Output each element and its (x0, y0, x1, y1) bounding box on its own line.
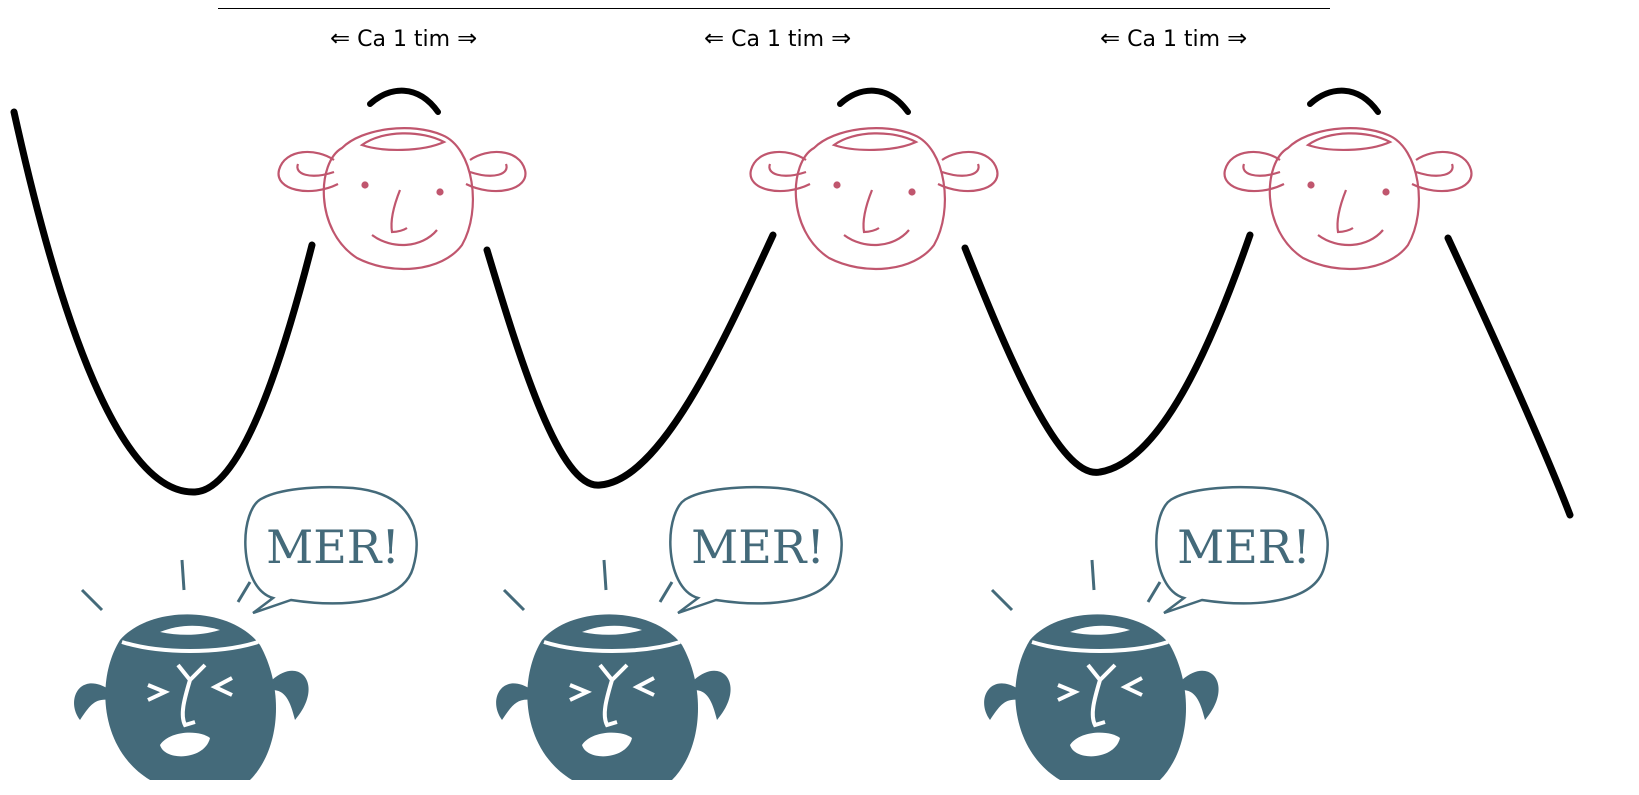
speech-bubble-icon: MER! (1155, 485, 1329, 615)
speech-text: MER! (691, 520, 825, 574)
happy-head-icon (277, 127, 527, 271)
period-label-2: ⇐ Ca 1 tim ⇒ (704, 24, 851, 52)
left-arrow-icon: ⇐ (1100, 24, 1121, 52)
angry-head-icon (984, 559, 1219, 780)
left-arrow-icon: ⇐ (330, 24, 351, 52)
right-arrow-icon: ⇒ (1227, 24, 1248, 52)
period-label-text: Ca 1 tim (1127, 27, 1221, 52)
angry-head-icon (74, 559, 309, 780)
happy-head-icon (1223, 127, 1473, 271)
right-arrow-icon: ⇒ (831, 24, 852, 52)
speech-text: MER! (266, 520, 400, 574)
happy-head-icon (749, 127, 999, 271)
wave-curve (10, 87, 1574, 519)
angry-head-icon (496, 559, 731, 780)
left-arrow-icon: ⇐ (704, 24, 725, 52)
speech-bubble-icon: MER! (244, 485, 418, 615)
period-label-text: Ca 1 tim (731, 27, 825, 52)
period-label-text: Ca 1 tim (357, 27, 451, 52)
period-label-3: ⇐ Ca 1 tim ⇒ (1100, 24, 1247, 52)
period-label-1: ⇐ Ca 1 tim ⇒ (330, 24, 477, 52)
top-rule (218, 8, 1330, 9)
speech-text: MER! (1177, 520, 1311, 574)
right-arrow-icon: ⇒ (457, 24, 478, 52)
speech-bubble-icon: MER! (669, 485, 843, 615)
